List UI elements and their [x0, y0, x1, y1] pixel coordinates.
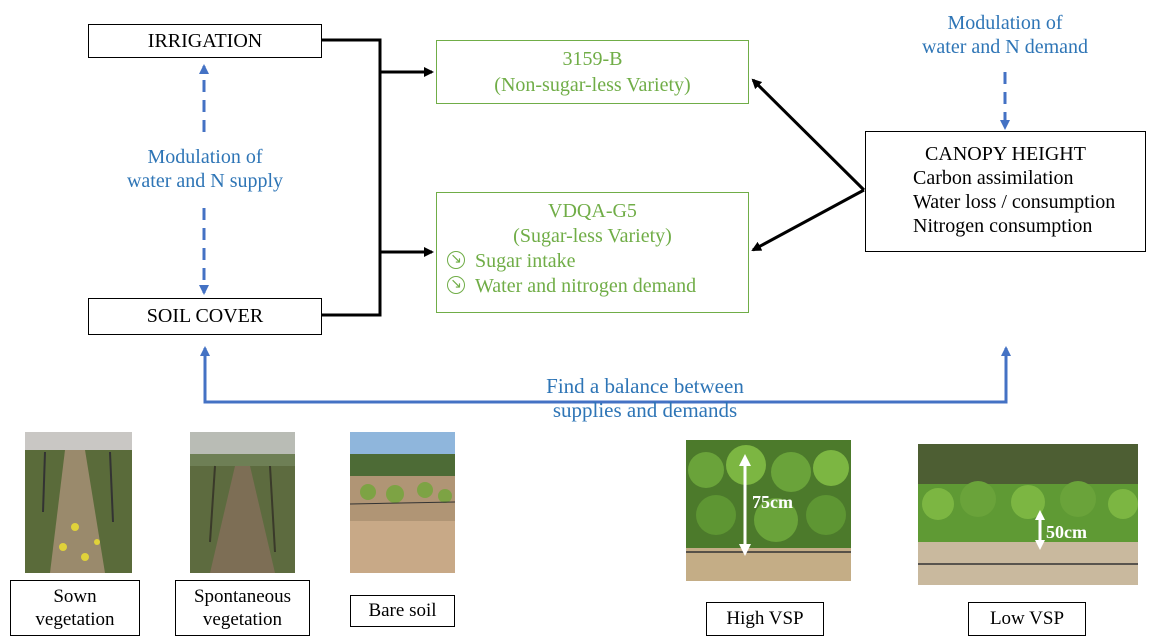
- irrigation-box: IRRIGATION: [88, 24, 322, 58]
- bare-soil-caption: Bare soil: [350, 595, 455, 627]
- modulation-demand-label: Modulation of water and N demand: [921, 12, 1089, 58]
- soil-cover-label: SOIL COVER: [146, 305, 264, 327]
- height-label-50: 50cm: [1046, 522, 1087, 542]
- variety-vdqa-name: VDQA-G5: [548, 200, 637, 222]
- canopy-item: Water loss / consumption: [913, 191, 1116, 213]
- irrigation-label: IRRIGATION: [147, 30, 263, 52]
- canopy-item: Carbon assimilation: [913, 167, 1074, 189]
- irrigation-connector: [322, 38, 382, 317]
- variety-vdqa-box: VDQA-G5 (Sugar-less Variety) Sugar intak…: [436, 192, 749, 313]
- canopy-item: Nitrogen consumption: [913, 215, 1093, 237]
- arrow-canopy-to-3159b: [751, 78, 866, 192]
- canopy-height-box: CANOPY HEIGHT Carbon assimilation Water …: [865, 131, 1146, 252]
- variety-3159b-name: 3159-B: [562, 48, 623, 70]
- balance-label: Find a balance between supplies and dema…: [546, 374, 744, 422]
- vdqa-bullet-demand: Water and nitrogen demand: [447, 272, 748, 299]
- high-vsp-photo: 75cm: [686, 440, 851, 581]
- arrow-canopy-to-vdqa: [751, 188, 865, 252]
- spontaneous-vegetation-photo: [190, 432, 295, 573]
- decrease-icon: [447, 247, 465, 272]
- decrease-icon: [447, 272, 465, 297]
- soil-cover-box: SOIL COVER: [88, 298, 322, 335]
- sown-vegetation-photo: [25, 432, 132, 573]
- bare-soil-photo: [350, 432, 455, 573]
- variety-3159b-desc: (Non-sugar-less Variety): [494, 74, 691, 96]
- variety-vdqa-desc: (Sugar-less Variety): [513, 225, 672, 247]
- vdqa-bullet-sugar: Sugar intake: [447, 247, 748, 274]
- variety-3159b-box: 3159-B (Non-sugar-less Variety): [436, 40, 749, 104]
- low-vsp-photo: 50cm: [918, 444, 1138, 585]
- height-label-75: 75cm: [752, 492, 793, 512]
- canopy-title: CANOPY HEIGHT: [925, 143, 1086, 165]
- high-vsp-caption: High VSP: [706, 602, 824, 636]
- low-vsp-caption: Low VSP: [968, 602, 1086, 636]
- modulation-supply-label: Modulation of water and N supply: [126, 146, 284, 192]
